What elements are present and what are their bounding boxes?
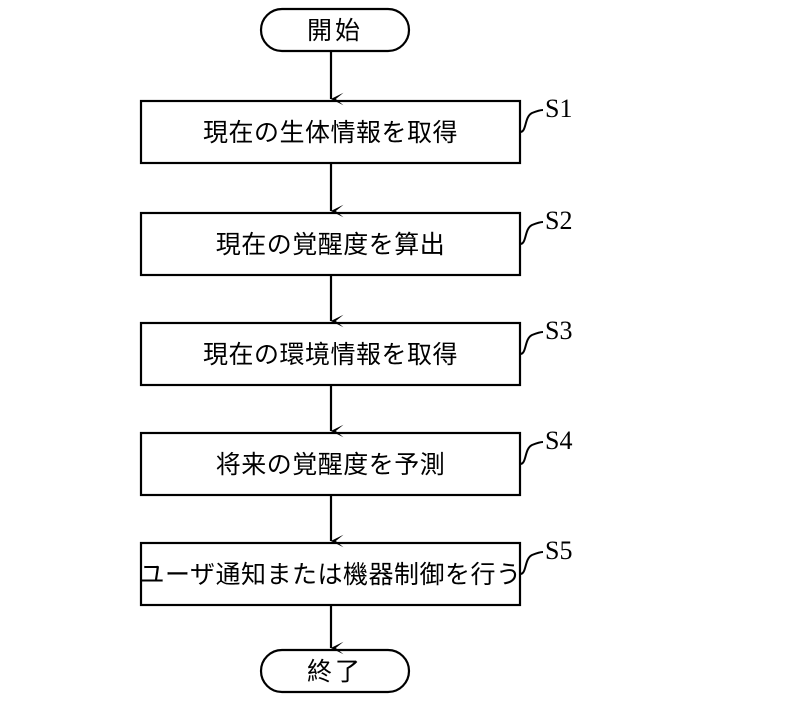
node-end-label: 終了 — [306, 656, 363, 686]
node-s4-label: 将来の覚醒度を予測 — [215, 449, 446, 479]
leader-line-s3 — [519, 331, 544, 355]
node-s3-shape — [139, 321, 522, 387]
step-label-s5: S5 — [545, 536, 573, 565]
leader-line-s4 — [519, 441, 544, 465]
node-s2-label: 現在の覚醒度を算出 — [215, 229, 446, 259]
node-s5-label: ユーザ通知または機器制御を行う — [139, 559, 522, 589]
step-label-s3: S3 — [545, 316, 573, 345]
node-s2-shape — [139, 211, 522, 277]
node-start-shape — [259, 7, 411, 53]
step-label-s1: S1 — [545, 94, 573, 123]
node-start-label: 開始 — [306, 15, 363, 45]
leader-line-s1 — [519, 109, 544, 133]
node-s1-label: 現在の生体情報を取得 — [202, 117, 458, 147]
step-label-s2: S2 — [545, 206, 573, 235]
leader-line-s2 — [519, 221, 544, 245]
node-s1-shape — [139, 99, 522, 165]
step-label-s4: S4 — [545, 426, 573, 455]
leader-line-s5 — [519, 551, 544, 575]
node-s3-label: 現在の環境情報を取得 — [202, 339, 458, 369]
